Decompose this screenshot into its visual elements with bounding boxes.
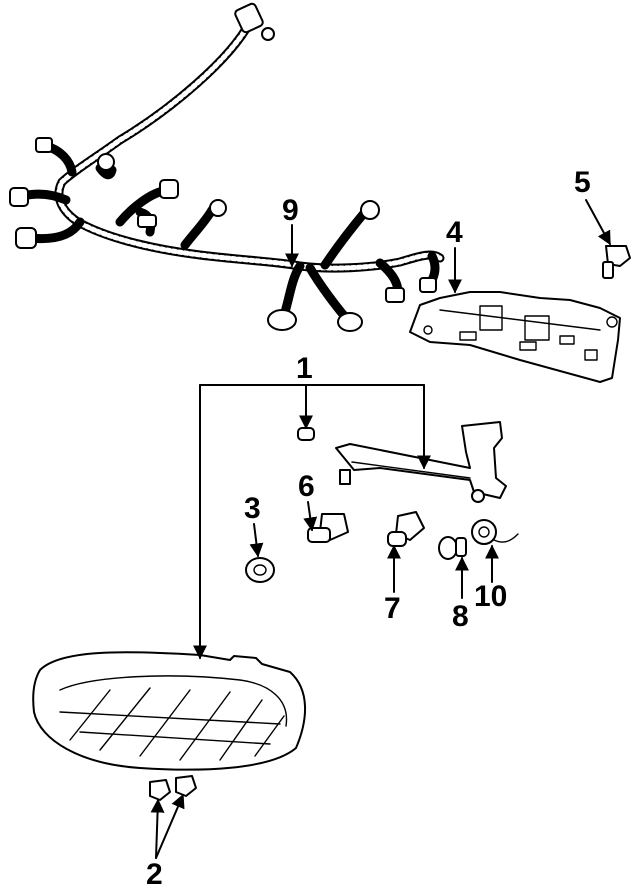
wiring-harness[interactable]: [9, 2, 445, 332]
callout-9: 9: [282, 194, 299, 227]
socket-part-10[interactable]: [471, 519, 519, 545]
mounting-bracket[interactable]: [409, 291, 621, 383]
callout-4: 4: [446, 216, 463, 249]
bulb-part-8[interactable]: [438, 536, 467, 560]
socket-part-6[interactable]: [307, 513, 349, 543]
callout-10: 10: [474, 580, 507, 613]
callout-labels: 1 2 3 4 5 6 7 8 9 10: [146, 166, 591, 890]
callout-3: 3: [244, 492, 261, 525]
callout-1: 1: [296, 352, 313, 385]
lamp-lens[interactable]: [32, 651, 306, 771]
clip-part-1[interactable]: [297, 427, 315, 441]
callout-6: 6: [298, 470, 315, 503]
callout-2: 2: [146, 858, 163, 890]
screws-part-2[interactable]: [149, 775, 197, 801]
callout-5: 5: [574, 166, 591, 199]
lamp-bracket[interactable]: [335, 421, 507, 503]
callout-8: 8: [452, 600, 469, 633]
leader-lines: [150, 199, 611, 859]
grommet-part-3[interactable]: [245, 557, 275, 583]
callout-7: 7: [384, 592, 401, 625]
socket-part-7[interactable]: [387, 511, 425, 547]
bolt-part-5[interactable]: [602, 245, 631, 279]
